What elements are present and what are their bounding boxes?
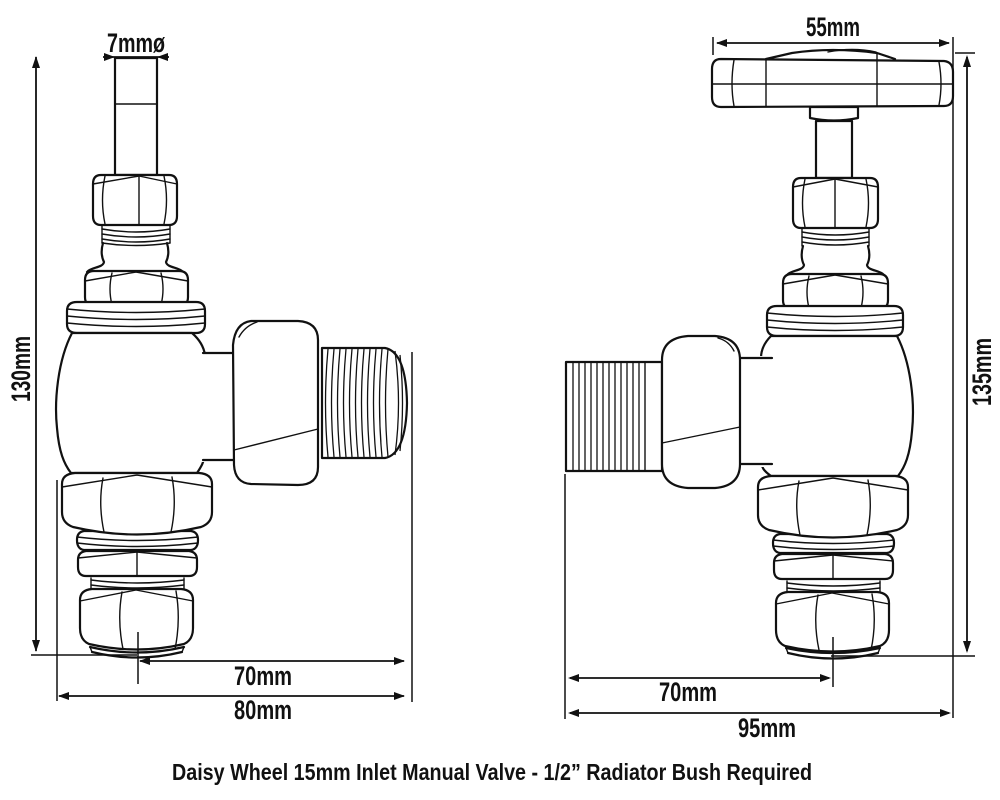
dim-label-right-handle-width: 55mm bbox=[806, 12, 860, 42]
dim-left-centre-to-inlet: 70mm bbox=[139, 352, 413, 702]
dim-right-overall-height: 135mm bbox=[831, 52, 997, 657]
left-valve-outlet-thread bbox=[320, 346, 409, 460]
arrowhead-icon bbox=[939, 39, 950, 47]
arrowhead-icon bbox=[963, 641, 971, 653]
dim-label-right-overall-height: 135mm bbox=[967, 338, 997, 406]
dim-right-handle-width: 55mm bbox=[712, 12, 954, 718]
arrowhead-icon bbox=[568, 709, 579, 717]
arrowhead-icon bbox=[394, 692, 405, 700]
arrowhead-icon bbox=[58, 692, 69, 700]
left-valve-gland-nut bbox=[91, 173, 179, 227]
arrowhead-icon bbox=[940, 709, 951, 717]
right-valve-spindle bbox=[808, 105, 860, 180]
arrowhead-icon bbox=[32, 56, 40, 68]
left-valve-bonnet bbox=[65, 224, 207, 335]
arrowhead-icon bbox=[963, 55, 971, 67]
left-valve-inlet-stack bbox=[60, 471, 214, 684]
left-valve-dimensions: 7mmø 130mm 70mm 80mm bbox=[6, 28, 413, 725]
right-valve-bonnet bbox=[765, 227, 905, 338]
arrowhead-icon bbox=[139, 657, 150, 665]
right-valve-union-nut bbox=[660, 334, 742, 490]
dim-label-left-overall-height: 130mm bbox=[6, 336, 36, 402]
left-valve-body bbox=[54, 331, 240, 475]
dim-right-overall-width: 95mm bbox=[568, 709, 951, 743]
dim-left-spindle-diameter: 7mmø bbox=[103, 28, 169, 61]
dim-label-left-spindle-diameter: 7mmø bbox=[107, 28, 165, 58]
left-valve-drawing bbox=[54, 56, 409, 684]
dim-label-right-centre-to-inlet: 70mm bbox=[659, 677, 717, 707]
right-valve-outlet-thread bbox=[564, 360, 664, 473]
arrowhead-icon bbox=[568, 674, 579, 682]
dim-label-right-overall-width: 95mm bbox=[738, 713, 796, 743]
right-valve-body bbox=[736, 334, 915, 478]
left-valve-union-nut bbox=[231, 319, 320, 487]
arrowhead-icon bbox=[104, 53, 115, 61]
left-valve-spindle bbox=[113, 56, 159, 177]
arrowhead-icon bbox=[157, 53, 168, 61]
arrowhead-icon bbox=[394, 657, 405, 665]
diagram-caption: Daisy Wheel 15mm Inlet Manual Valve - 1/… bbox=[172, 759, 812, 785]
dim-label-left-overall-width: 80mm bbox=[234, 695, 292, 725]
right-valve-tee-handle bbox=[710, 48, 955, 109]
arrowhead-icon bbox=[820, 674, 831, 682]
arrowhead-icon bbox=[32, 640, 40, 652]
right-valve-drawing bbox=[564, 48, 955, 687]
right-valve-gland-nut bbox=[791, 176, 880, 230]
dim-label-left-centre-to-inlet: 70mm bbox=[234, 661, 292, 691]
dim-left-overall-height: 130mm bbox=[6, 56, 137, 656]
right-valve-inlet-stack bbox=[756, 474, 910, 687]
right-valve-dimensions: 55mm 135mm 70mm 95mm bbox=[564, 12, 997, 743]
arrowhead-icon bbox=[716, 39, 727, 47]
dim-left-overall-width: 80mm bbox=[56, 480, 405, 725]
dim-right-centre-to-inlet: 70mm bbox=[564, 474, 831, 719]
